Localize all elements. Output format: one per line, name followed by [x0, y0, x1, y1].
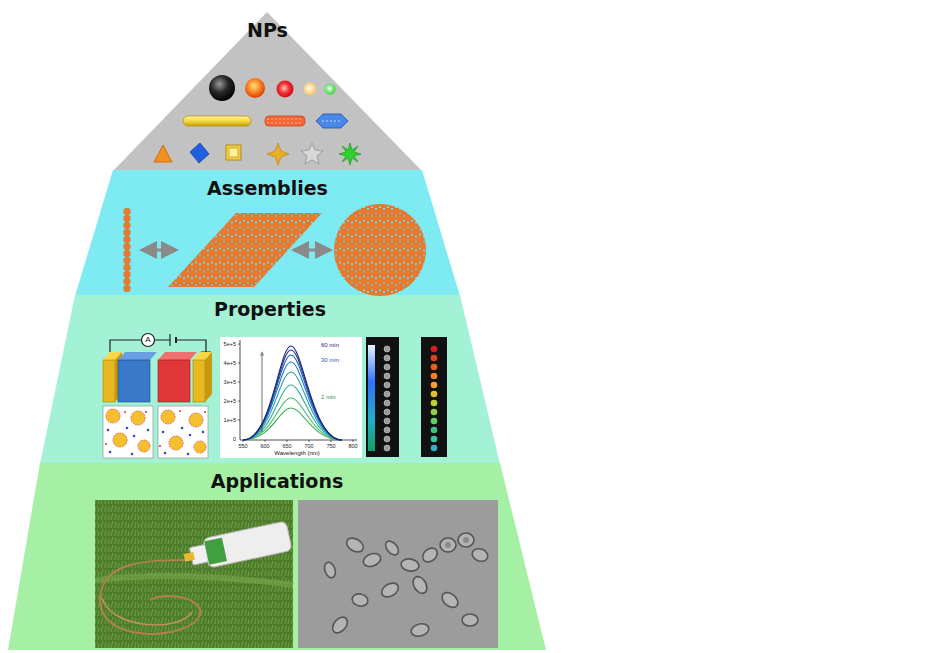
band-fill [40, 295, 500, 464]
plot-label: 800 [347, 443, 358, 449]
pyramid-band: Properties [40, 295, 500, 464]
band-fill [75, 170, 460, 296]
plot-label: 5e+5 [223, 341, 237, 347]
plot-label: 2e+5 [223, 398, 237, 404]
band-title: NPs [113, 12, 422, 42]
plot-label: 700 [303, 443, 314, 449]
plot-label: 60 min [320, 342, 340, 349]
plot-label: 0 [232, 436, 237, 442]
band-fill [8, 463, 546, 650]
plot-label: 2 min [320, 394, 337, 401]
plot-label: 3e+5 [223, 379, 237, 385]
plot-label: 30 min [320, 357, 340, 364]
band-title: Applications [8, 463, 546, 493]
pyramid-band: NPs [113, 12, 422, 171]
pyramid-band: Applications [8, 463, 546, 650]
pyramid-band: Assemblies [75, 170, 460, 296]
band-fill [113, 12, 422, 171]
band-title: Properties [40, 295, 500, 321]
plot-label: 600 [259, 443, 270, 449]
plot-label: 1e+5 [223, 417, 237, 423]
ammeter-symbol-label: A [145, 336, 150, 345]
plot-label: Wavelength (nm) [273, 450, 320, 457]
band-title: Assemblies [75, 170, 460, 200]
plot-label: 750 [325, 443, 336, 449]
plot-label: 550 [237, 443, 248, 449]
band-shape [40, 295, 500, 464]
plot-label: 4e+5 [223, 360, 237, 366]
plot-label: 650 [281, 443, 292, 449]
